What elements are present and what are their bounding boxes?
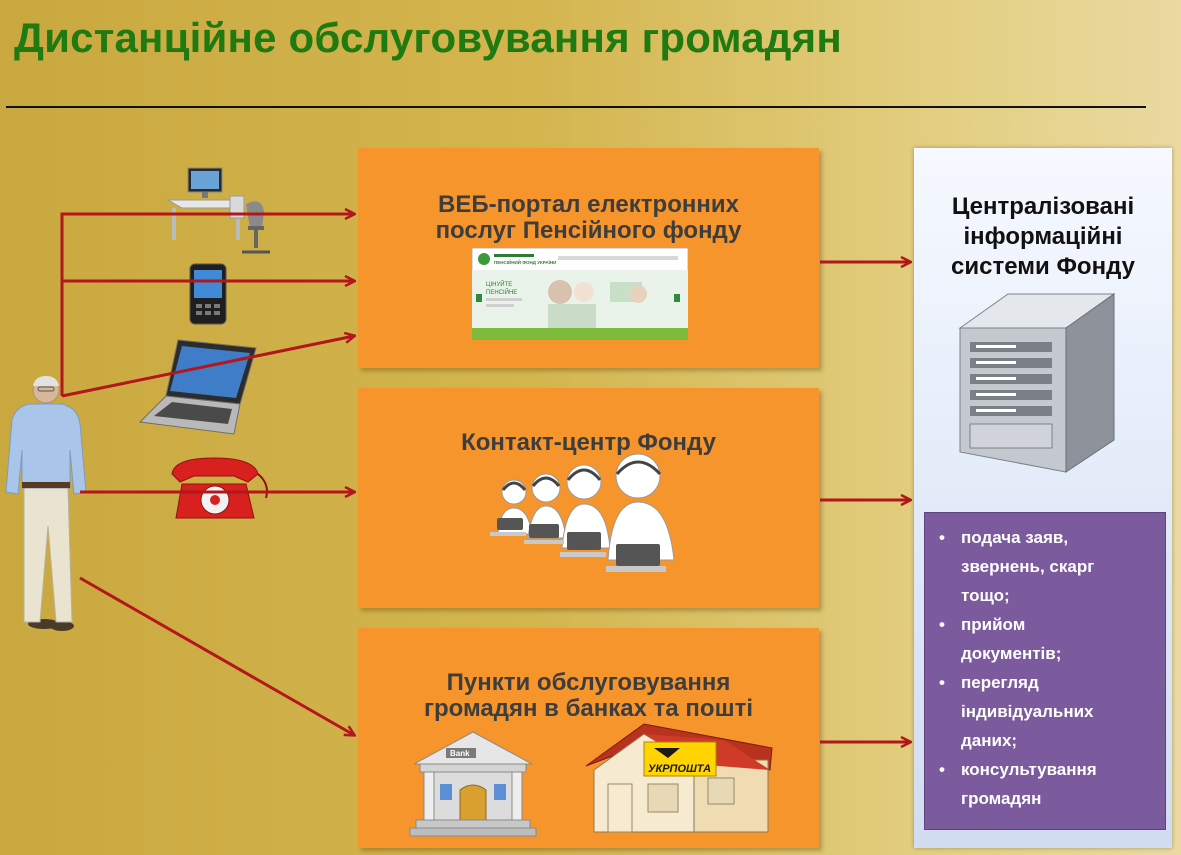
portal-banner-text-1: ЦІНУЙТЕ <box>486 280 512 288</box>
laptop-icon <box>138 339 257 435</box>
functions-list-box: подача заяв, звернень, скарг тощо; прийо… <box>924 512 1166 830</box>
contact-center-title: Контакт-центр Фонду <box>358 430 819 456</box>
portal-banner-text-2: ПЕНСІЙНЕ <box>486 288 517 296</box>
title-divider <box>6 106 1146 108</box>
elderly-man-figure <box>5 376 87 631</box>
service-points-box: Пункти обслуговування громадян в банках … <box>358 628 819 848</box>
web-portal-title-line: послуг Пенсійного фонду <box>435 217 742 244</box>
post-sign-text: УКРПОШТА <box>648 763 711 775</box>
central-systems-title-line: Централізовані <box>951 193 1135 220</box>
contact-center-title-line: Контакт-центр Фонду <box>461 429 716 456</box>
function-item: прийом документів; <box>939 610 1159 668</box>
web-portal-title-line: ВЕБ-портал електронних <box>438 191 739 218</box>
function-item-line: даних; <box>961 731 1018 750</box>
bank-sign-text: Bank <box>450 749 470 758</box>
function-item-line: звернень, скарг <box>961 557 1095 576</box>
desktop-computer-icon <box>166 167 270 254</box>
smartphone-icon <box>189 263 227 325</box>
web-portal-screenshot-icon: ПЕНСІЙНИЙ ФОНД УКРАЇНИ ЦІНУЙТЕ ПЕНСІЙНЕ <box>472 248 688 340</box>
contact-center-box: Контакт-центр Фонду <box>358 388 819 608</box>
call-center-agents-icon <box>490 453 675 572</box>
function-item: консультування громадян <box>939 755 1159 813</box>
server-tower-icon <box>958 293 1116 473</box>
function-item-line: індивідуальних <box>961 702 1094 721</box>
web-portal-title: ВЕБ-портал електронних послуг Пенсійного… <box>358 192 819 244</box>
central-systems-title: Централізовані інформаційні системи Фонд… <box>914 192 1172 282</box>
portal-header-text: ПЕНСІЙНИЙ ФОНД УКРАЇНИ <box>494 258 556 265</box>
function-item: перегляд індивідуальних даних; <box>939 668 1159 755</box>
function-item-line: прийом <box>961 615 1026 634</box>
function-item-line: документів; <box>961 644 1062 663</box>
function-item-line: перегляд <box>961 673 1039 692</box>
service-points-title: Пункти обслуговування громадян в банках … <box>358 670 819 722</box>
function-item-line: консультування <box>961 760 1097 779</box>
function-item-line: тощо; <box>961 586 1010 605</box>
red-telephone-icon <box>171 457 268 519</box>
service-points-title-line: громадян в банках та пошті <box>423 695 753 722</box>
function-item-line: громадян <box>961 789 1042 808</box>
central-systems-title-line: системи Фонду <box>951 253 1135 280</box>
function-item: подача заяв, звернень, скарг тощо; <box>939 523 1159 610</box>
function-item-line: подача заяв, <box>961 528 1069 547</box>
post-office-icon: УКРПОШТА <box>585 723 773 833</box>
web-portal-box: ВЕБ-портал електронних послуг Пенсійного… <box>358 148 819 368</box>
functions-list: подача заяв, звернень, скарг тощо; прийо… <box>925 513 1165 813</box>
service-points-title-line: Пункти обслуговування <box>446 669 731 696</box>
page-title: Дистанційне обслуговування громадян <box>14 14 842 61</box>
central-systems-title-line: інформаційні <box>963 223 1123 250</box>
arrow-to-service-points <box>79 576 354 735</box>
bank-building-icon: Bank <box>409 731 537 837</box>
